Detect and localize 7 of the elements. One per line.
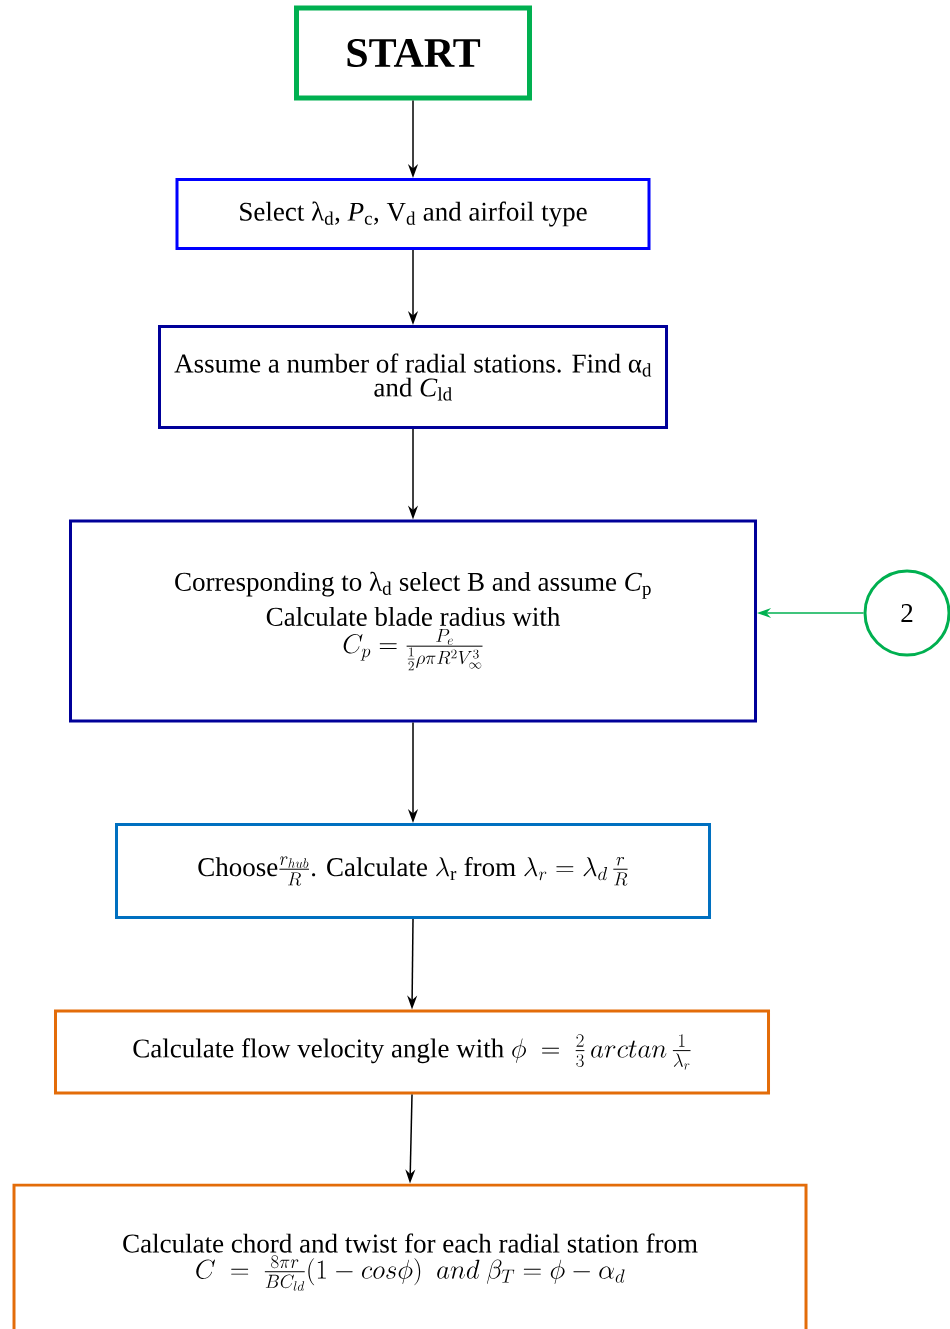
process-box: $\text{Choose}\frac{r_{hub}}{R}\text{. Calculate }\lambda_{\mathrm{r}}\text{ from }\lambda_r = \lambda_d\,\frac{r}{R}$ xyxy=(115,823,711,919)
process-box: Corresponding to λ$_{d}$ select B and assume C$_{p}$ Calculate blade radius with $C_p = \frac{P_e}{\frac{1}{2}\rho\pi R^2 V_\infty^3}$ xyxy=(69,519,757,723)
start-box: START xyxy=(294,5,532,101)
process-box: Assume a number of radial stations. Find α$_{d}$ and C$_{ld}$ xyxy=(158,325,668,429)
process-box: Calculate chord and twist for each radial station from $C\ =\ \frac{8\pi r}{BC_{ld}}(1-cos\phi)\ \ and\ \beta_T=\phi-\alpha_d$ xyxy=(12,1183,808,1329)
process-box: Calculate flow velocity angle with $\phi\ =\ \frac{2}{3}\,arctan\,\frac{1}{\lambda_r}$ xyxy=(54,1009,770,1095)
process-box: Select λ$_{d}$, P$_{c}$, V$_{d}$ and airfoil type xyxy=(175,178,651,250)
